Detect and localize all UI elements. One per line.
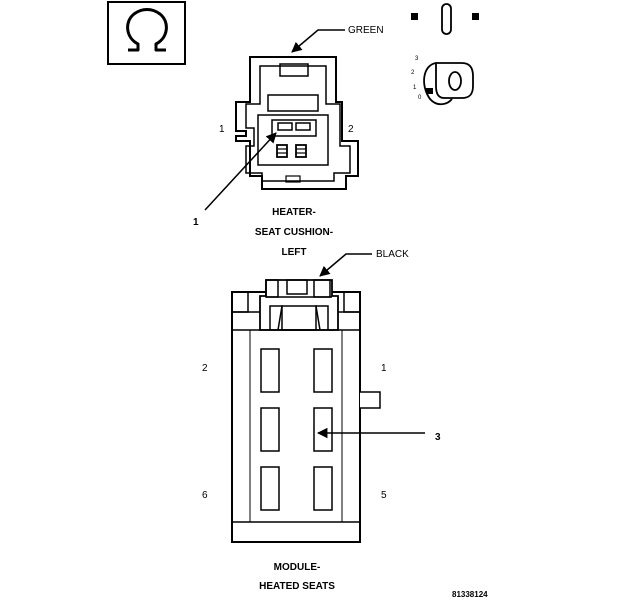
heater-connector (235, 56, 359, 190)
module-color-label: BLACK (376, 249, 409, 260)
module-caption-line-1: MODULE- (274, 562, 321, 573)
module-pin-2-label: 2 (202, 363, 208, 374)
module-pin-1-label: 1 (381, 363, 387, 374)
heater-caption-line-1: HEATER- (272, 207, 316, 218)
blade-terminal-icon (411, 3, 479, 35)
heater-caption-line-3: LEFT (282, 247, 307, 258)
omega-icon (126, 8, 168, 52)
module-cavity (313, 466, 333, 511)
module-cavity (260, 466, 280, 511)
terminal-lock-icon (423, 62, 474, 106)
module-cavity (313, 407, 333, 452)
module-color-leader (319, 253, 372, 277)
module-pin-6-label: 6 (202, 490, 208, 501)
terminal-position-0: 0 (418, 95, 422, 101)
heater-color-leader (291, 29, 345, 53)
module-cavity (313, 348, 333, 393)
terminal-position-3: 3 (415, 56, 419, 62)
figure-code: 81338124 (452, 590, 488, 599)
heater-pin-2-label: 2 (348, 124, 354, 135)
heater-pin-1-label: 1 (219, 124, 225, 135)
heater-callout-number: 1 (193, 217, 199, 228)
terminal-position-1: 1 (413, 85, 417, 91)
terminal-position-detail: 3 2 1 0 (411, 3, 479, 106)
heater-caption-line-2: SEAT CUSHION- (255, 227, 333, 238)
heater-callout-arrow (204, 132, 277, 211)
module-callout-number: 3 (435, 432, 441, 443)
module-caption-line-2: HEATED SEATS (259, 581, 335, 592)
module-cavity (260, 348, 280, 393)
heater-color-label: GREEN (348, 25, 384, 36)
omega-symbol-box (107, 1, 186, 65)
terminal-position-2: 2 (411, 70, 415, 76)
module-pin-5-label: 5 (381, 490, 387, 501)
module-cavity (260, 407, 280, 452)
module-connector (231, 279, 381, 543)
